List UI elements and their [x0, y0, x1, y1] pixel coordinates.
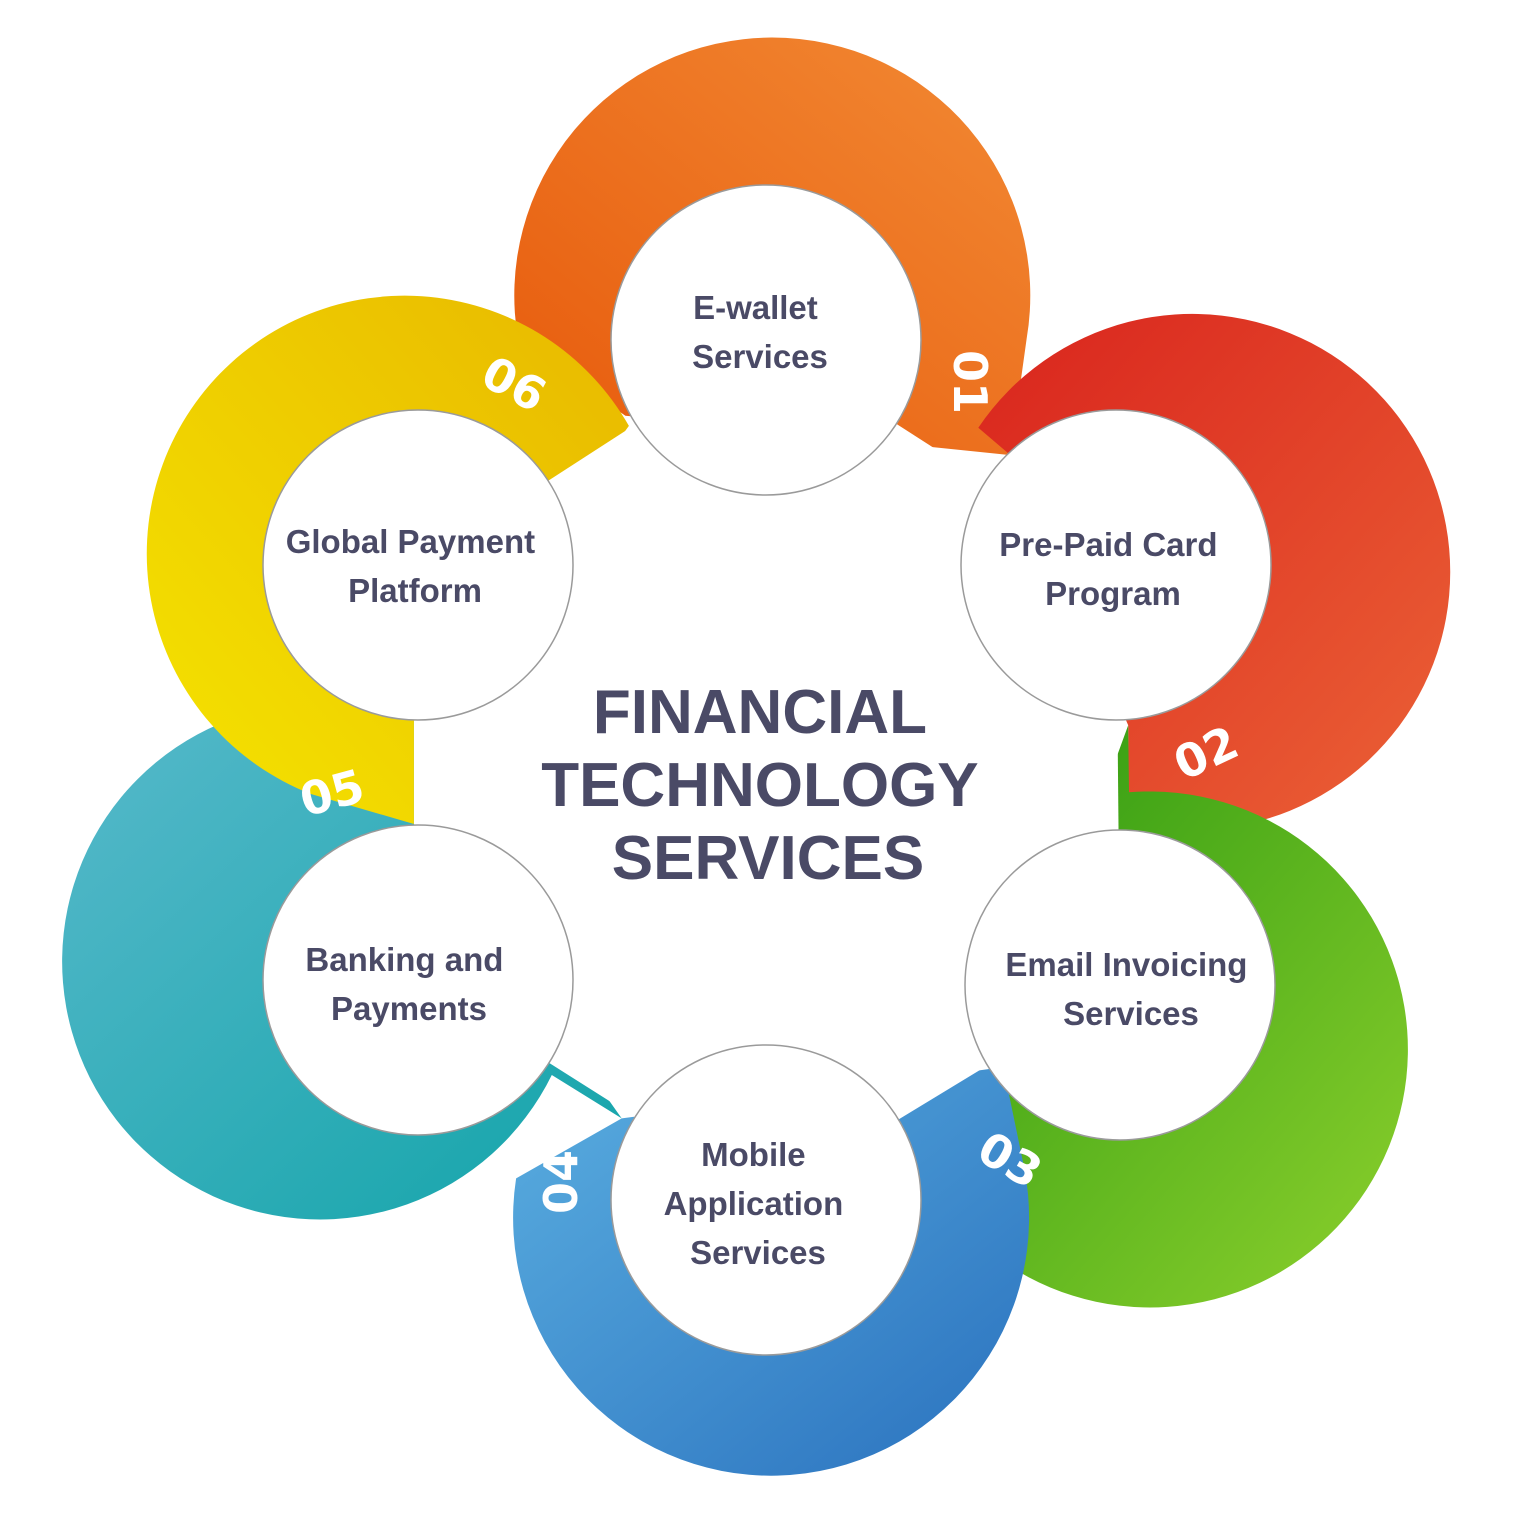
node-label-01-line-1: E-wallet	[693, 289, 818, 326]
node-label-02-line-1: Pre-Paid Card	[999, 526, 1217, 563]
node-circle-01	[610, 184, 922, 496]
center-title-line-1: FINANCIAL	[593, 678, 926, 747]
node-circle-03	[964, 829, 1276, 1141]
node-label-06-line-2: Platform	[348, 572, 482, 609]
center-title-line-2: TECHNOLOGY	[541, 751, 978, 820]
center-title: FINANCIAL TECHNOLOGY SERVICES	[541, 678, 995, 893]
node-circles	[262, 184, 1276, 1356]
node-circle-05	[262, 824, 574, 1136]
number-label-04: 04	[534, 1150, 588, 1214]
node-label-06: Global Payment Platform	[286, 523, 545, 609]
node-circle-02	[960, 409, 1272, 721]
node-label-04-line-2: Application	[664, 1185, 844, 1222]
node-label-04-line-3: Services	[690, 1234, 826, 1271]
node-label-02-line-2: Program	[1045, 575, 1181, 612]
node-labels: E-wallet Services Pre-Paid Card Program …	[286, 289, 1256, 1271]
node-circle-06	[262, 409, 574, 721]
node-label-05-line-2: Payments	[331, 990, 487, 1027]
node-label-01-line-2: Services	[692, 338, 828, 375]
node-label-05-line-1: Banking and	[305, 941, 503, 978]
node-label-02: Pre-Paid Card Program	[999, 526, 1226, 612]
number-label-01: 01	[943, 350, 997, 414]
node-label-03-line-1: Email Invoicing	[1005, 946, 1247, 983]
node-label-01: E-wallet Services	[692, 289, 828, 375]
node-label-03: Email Invoicing Services	[1005, 946, 1256, 1032]
node-label-05: Banking and Payments	[305, 941, 512, 1027]
node-circle-04	[610, 1044, 922, 1356]
node-label-04-line-1: Mobile	[701, 1136, 806, 1173]
node-label-03-line-2: Services	[1063, 995, 1199, 1032]
center-title-line-3: SERVICES	[612, 824, 924, 893]
node-label-04: Mobile Application Services	[664, 1136, 853, 1271]
node-label-06-line-1: Global Payment	[286, 523, 535, 560]
center-hub	[418, 340, 1120, 1200]
